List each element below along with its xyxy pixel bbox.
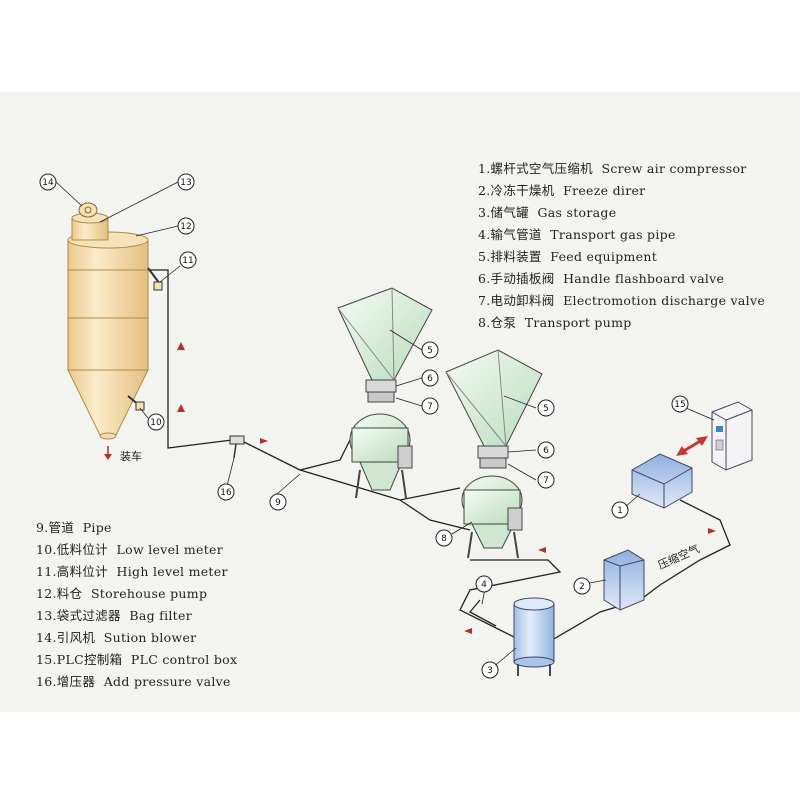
freeze-drier	[603, 549, 645, 611]
callout-5-lower: 5	[537, 399, 555, 417]
svg-text:12: 12	[180, 222, 191, 232]
callout-6-upper: 6	[421, 369, 439, 387]
callout-10: 10	[147, 413, 165, 431]
svg-text:1: 1	[617, 506, 623, 516]
callout-15: 15	[671, 395, 689, 413]
legend-item-14: 14.引风机 Sution blower	[36, 630, 197, 645]
feed-hopper-upper	[337, 287, 433, 403]
add-pressure-valve	[229, 435, 245, 459]
svg-text:6: 6	[427, 374, 433, 384]
loading-label: 装车	[120, 449, 142, 463]
svg-text:5: 5	[427, 346, 433, 356]
svg-text:6: 6	[543, 446, 549, 456]
svg-text:14: 14	[42, 178, 54, 188]
callout-12: 12	[177, 217, 195, 235]
svg-text:16: 16	[220, 488, 232, 498]
legend-item-2: 2.冷冻干燥机 Freeze direr	[478, 183, 646, 198]
callout-9: 9	[269, 493, 287, 511]
low-level-meter	[127, 395, 145, 411]
callout-16: 16	[217, 483, 235, 501]
legend-item-15: 15.PLC控制箱 PLC control box	[36, 652, 238, 667]
svg-text:9: 9	[275, 498, 281, 508]
plc-control-box	[711, 401, 753, 471]
svg-text:2: 2	[579, 582, 585, 592]
callout-5-upper: 5	[421, 341, 439, 359]
legend-item-5: 5.排料装置 Feed equipment	[478, 249, 658, 264]
bag-filter	[71, 212, 109, 241]
callouts	[55, 181, 715, 669]
svg-text:11: 11	[182, 256, 193, 266]
callout-markers: 14 13 12 11 10 16 9 5 6 7 5 6 7 8 4 3 2 …	[39, 173, 689, 679]
down-arrow-icon	[104, 446, 112, 460]
transport-pump-upper	[349, 413, 413, 499]
callout-4: 4	[475, 575, 493, 593]
svg-text:3: 3	[487, 666, 493, 676]
compressed-air-label: 压缩空气	[656, 541, 702, 572]
legend-item-3: 3.储气罐 Gas storage	[478, 205, 617, 220]
transport-pump-lower	[461, 475, 523, 559]
legend-item-16: 16.增压器 Add pressure valve	[36, 674, 231, 689]
callout-3: 3	[481, 661, 499, 679]
screw-air-compressor	[631, 453, 693, 509]
legend-item-10: 10.低料位计 Low level meter	[36, 542, 224, 557]
svg-text:8: 8	[441, 534, 447, 544]
svg-text:5: 5	[543, 404, 549, 414]
gas-storage-tank	[513, 597, 555, 676]
legend-item-6: 6.手动插板阀 Handle flashboard valve	[478, 271, 725, 286]
callout-2: 2	[573, 577, 591, 595]
legend-item-1: 1.螺杆式空气压缩机 Screw air compressor	[478, 161, 747, 176]
svg-text:4: 4	[481, 580, 487, 590]
double-arrow-icon	[676, 436, 708, 456]
callout-14: 14	[39, 173, 57, 191]
flow-arrows	[177, 342, 716, 634]
callout-1: 1	[611, 501, 629, 519]
svg-text:7: 7	[427, 402, 433, 412]
callout-7-lower: 7	[537, 471, 555, 489]
legend-item-8: 8.仓泵 Transport pump	[478, 315, 632, 330]
svg-text:13: 13	[180, 178, 191, 188]
legend-item-7: 7.电动卸料阀 Electromotion discharge valve	[478, 293, 766, 308]
callout-7-upper: 7	[421, 397, 439, 415]
suction-blower	[78, 202, 98, 218]
feed-hopper-lower	[445, 349, 543, 469]
legend-item-4: 4.输气管道 Transport gas pipe	[478, 227, 676, 242]
diagram-panel	[0, 92, 800, 712]
svg-text:15: 15	[674, 400, 685, 410]
storehouse-silo	[67, 231, 149, 440]
callout-13: 13	[177, 173, 195, 191]
svg-text:7: 7	[543, 476, 549, 486]
high-level-meter	[147, 267, 163, 291]
callout-11: 11	[179, 251, 197, 269]
legend-item-9: 9.管道 Pipe	[36, 520, 112, 535]
legend-item-12: 12.料仓 Storehouse pump	[36, 586, 208, 601]
legend-item-11: 11.高料位计 High level meter	[36, 564, 228, 579]
legend-item-13: 13.袋式过滤器 Bag filter	[36, 608, 192, 623]
callout-8: 8	[435, 529, 453, 547]
svg-text:10: 10	[150, 418, 162, 428]
callout-6-lower: 6	[537, 441, 555, 459]
pipe-network	[150, 269, 731, 641]
